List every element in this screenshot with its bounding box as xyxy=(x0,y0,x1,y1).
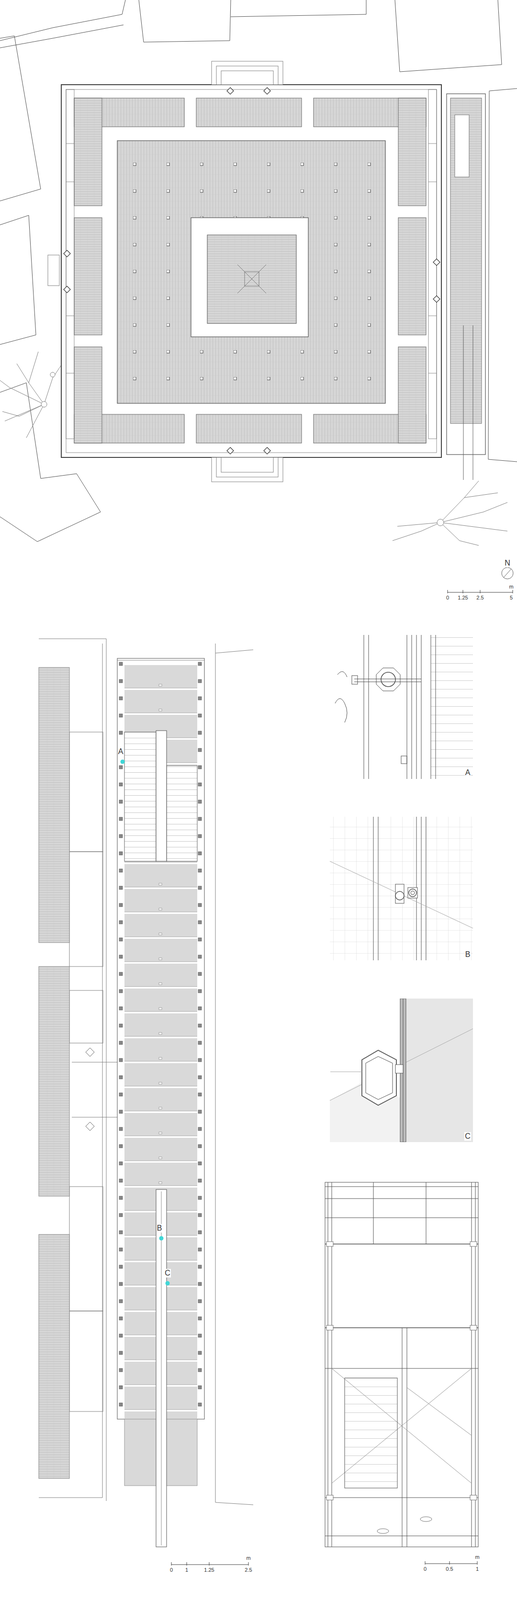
scale-number: 2.5 xyxy=(475,595,484,601)
scale-number: 1 xyxy=(475,1566,480,1573)
detail-marker: C xyxy=(164,1269,171,1279)
detail-marker: A xyxy=(117,747,124,757)
scale-number: 5 xyxy=(509,595,514,601)
scale-number: 0 xyxy=(445,595,450,601)
detail-label: A xyxy=(464,768,472,778)
detail-marker: B xyxy=(156,1224,163,1234)
scale-number: 1.25 xyxy=(203,1567,215,1574)
detail-label: C xyxy=(464,1132,472,1142)
scale-number: 1 xyxy=(184,1567,189,1574)
detail-label: B xyxy=(464,950,472,960)
north-label: N xyxy=(504,559,511,568)
scale-unit: m xyxy=(245,1555,251,1562)
scale-number: 2.5 xyxy=(244,1567,253,1574)
scale-unit: m xyxy=(474,1554,480,1561)
scale-number: 0 xyxy=(423,1566,428,1573)
scale-number: 0.5 xyxy=(445,1566,454,1573)
scale-number: 0 xyxy=(169,1567,174,1574)
scale-unit: m xyxy=(508,584,514,590)
scale-number: 1.25 xyxy=(457,595,469,601)
